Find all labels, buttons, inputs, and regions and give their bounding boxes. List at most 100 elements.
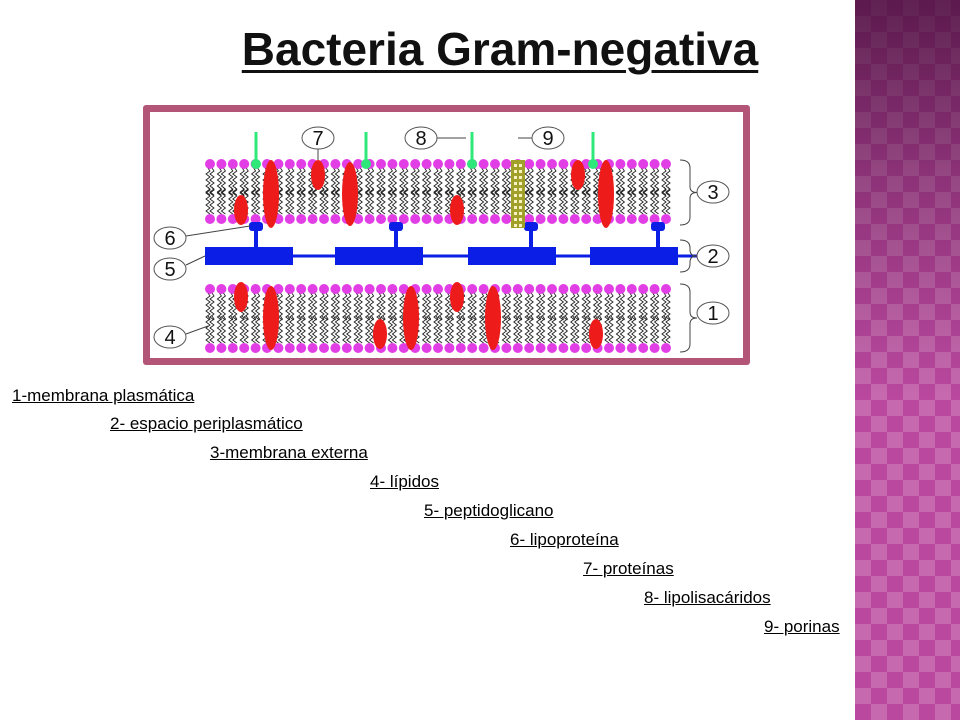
lipid-tail xyxy=(638,167,644,196)
membrane-protein xyxy=(311,160,325,190)
lipid-tail xyxy=(319,186,325,215)
legend-item-7: 7- proteínas xyxy=(583,559,674,578)
lipid-tail xyxy=(539,315,546,344)
outer-membrane-lipid-head xyxy=(615,159,626,169)
lipid-tail xyxy=(285,186,291,215)
lipid-tail xyxy=(570,186,576,215)
lipid-tail xyxy=(425,292,432,321)
lipid-tail xyxy=(342,292,348,321)
lipid-tail xyxy=(642,186,648,215)
inner-membrane-lipid-head xyxy=(284,343,295,353)
inner-membrane-lipid-head xyxy=(661,343,671,353)
lipid-tail xyxy=(216,315,223,344)
lipid-tail xyxy=(490,186,496,215)
lipid-tail xyxy=(562,315,569,344)
inner-membrane-lipid-head xyxy=(547,343,557,353)
lipid-tail xyxy=(448,315,455,344)
lps-head xyxy=(467,159,477,169)
lipid-tail xyxy=(608,315,614,344)
lipid-tail xyxy=(387,292,394,321)
inner-membrane-lipid-head xyxy=(205,284,215,294)
lipid-tail xyxy=(505,186,512,215)
membrane-protein xyxy=(263,160,279,228)
outer-membrane-lipid-head xyxy=(558,214,569,224)
inner-membrane-lipid-head xyxy=(558,343,569,353)
lipid-tail xyxy=(399,315,405,344)
membrane-protein xyxy=(485,286,501,350)
lipid-tail xyxy=(456,167,462,196)
outer-membrane-lipid-head xyxy=(490,214,500,224)
outer-membrane-lipid-head xyxy=(524,159,535,169)
peptidoglycan-block xyxy=(590,247,678,265)
lipid-tail xyxy=(460,167,466,196)
lipid-tail xyxy=(585,315,591,344)
membrane-protein xyxy=(450,282,464,312)
porin-pore xyxy=(519,200,522,203)
lipid-tail xyxy=(250,186,257,215)
porin-pore xyxy=(514,200,517,203)
lipid-tail xyxy=(334,315,341,344)
lipid-tail xyxy=(254,315,261,344)
lipid-tail xyxy=(517,315,523,344)
callout-label: 6 xyxy=(164,228,175,250)
inner-membrane-lipid-head xyxy=(661,284,671,294)
lipid-tail xyxy=(368,315,375,344)
porin-pore xyxy=(514,170,517,173)
outer-membrane-lipid-head xyxy=(444,159,455,169)
lipid-tail xyxy=(478,315,485,344)
legend-item-4: 4- lípidos xyxy=(370,472,439,491)
lipid-tail xyxy=(387,315,394,344)
lipid-tail xyxy=(368,167,375,196)
lipid-tail xyxy=(581,186,587,215)
inner-membrane-lipid-head xyxy=(615,284,626,294)
outer-membrane-lipid-head xyxy=(307,214,318,224)
inner-membrane-lipid-head xyxy=(547,284,557,294)
porin-pore xyxy=(519,206,522,209)
lipid-tail xyxy=(250,315,257,344)
lipid-tail xyxy=(300,167,306,196)
callout-label: 9 xyxy=(542,128,553,150)
lipid-tail xyxy=(421,292,428,321)
inner-membrane-lipid-head xyxy=(649,343,660,353)
inner-membrane-lipid-head xyxy=(273,343,284,353)
lipid-tail xyxy=(444,292,451,321)
lipid-tail xyxy=(444,186,451,215)
inner-membrane-lipid-head xyxy=(467,343,478,353)
inner-membrane-lipid-head xyxy=(398,343,409,353)
slide-title: Bacteria Gram-negativa xyxy=(241,23,759,75)
lipid-tail xyxy=(653,186,660,215)
lipid-tail xyxy=(535,167,542,196)
outer-membrane-lipid-head xyxy=(353,214,364,224)
lipid-tail xyxy=(649,315,656,344)
callout-oval xyxy=(301,126,335,150)
lipid-tail xyxy=(433,186,439,215)
callout-label: 3 xyxy=(707,182,718,204)
inner-membrane-lipid-head xyxy=(387,284,398,294)
lipid-tail xyxy=(209,292,215,321)
lipid-tail xyxy=(631,167,637,196)
outer-membrane-lipid-head xyxy=(387,159,398,169)
lipid-tail xyxy=(387,186,394,215)
inner-membrane-lipid-head xyxy=(604,343,614,353)
inner-membrane-lipid-head xyxy=(421,284,432,294)
porin-pore xyxy=(519,170,522,173)
lipid-tail xyxy=(478,167,485,196)
lipid-tail xyxy=(490,167,496,196)
lipid-tail xyxy=(334,167,341,196)
inner-membrane-lipid-head xyxy=(387,343,398,353)
outer-membrane-lipid-head xyxy=(547,159,557,169)
lipid-tail xyxy=(547,167,553,196)
lipid-tail xyxy=(558,167,565,196)
callout-leader xyxy=(185,325,209,335)
inner-membrane-lipid-head xyxy=(638,284,649,294)
lipid-tail xyxy=(619,292,626,321)
callout-5: 5 xyxy=(153,255,206,281)
lipid-tail xyxy=(501,292,508,321)
lipoprotein-stem xyxy=(254,229,258,249)
inner-membrane-lipid-head xyxy=(524,343,535,353)
legend-item-2: 2- espacio periplasmático xyxy=(110,414,303,433)
lipid-tail xyxy=(346,292,352,321)
lipid-tail xyxy=(209,186,215,215)
